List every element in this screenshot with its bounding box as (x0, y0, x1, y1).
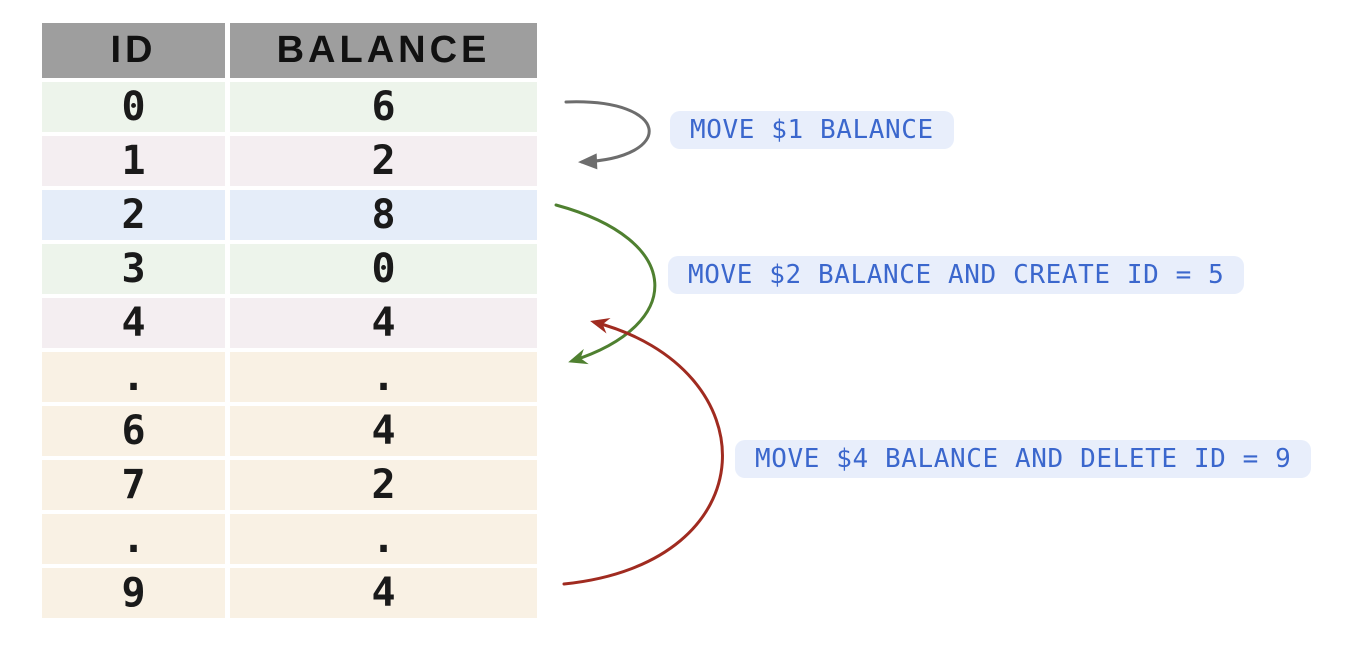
id-cell: 0 (42, 82, 225, 132)
balance-cell: 8 (230, 190, 537, 240)
id-cell: 6 (42, 406, 225, 456)
balance-cell: 4 (230, 568, 537, 618)
annotation-move-1-balance: MOVE $1 BALANCE (670, 111, 954, 149)
column-header-id: ID (42, 23, 225, 78)
id-cell: 7 (42, 460, 225, 510)
id-cell: 4 (42, 298, 225, 348)
move-arrow-id2-to-id5 (554, 203, 657, 365)
balance-cell: . (230, 514, 537, 564)
balance-cell: 4 (230, 406, 537, 456)
move-arrow-id9-to-id4 (562, 318, 724, 586)
id-cell: . (42, 514, 225, 564)
balance-cell: . (230, 352, 537, 402)
move-arrow-id0-to-id1 (564, 100, 651, 170)
id-cell: 3 (42, 244, 225, 294)
balance-cell: 0 (230, 244, 537, 294)
balance-cell: 6 (230, 82, 537, 132)
id-cell: 9 (42, 568, 225, 618)
balance-cell: 2 (230, 460, 537, 510)
balance-cell: 4 (230, 298, 537, 348)
column-header-balance: BALANCE (230, 23, 537, 78)
id-cell: 1 (42, 136, 225, 186)
balance-cell: 2 (230, 136, 537, 186)
id-cell: 2 (42, 190, 225, 240)
annotation-move-2-balance-create: MOVE $2 BALANCE AND CREATE ID = 5 (668, 256, 1245, 294)
id-cell: . (42, 352, 225, 402)
annotation-move-4-balance-delete: MOVE $4 BALANCE AND DELETE ID = 9 (735, 440, 1312, 478)
